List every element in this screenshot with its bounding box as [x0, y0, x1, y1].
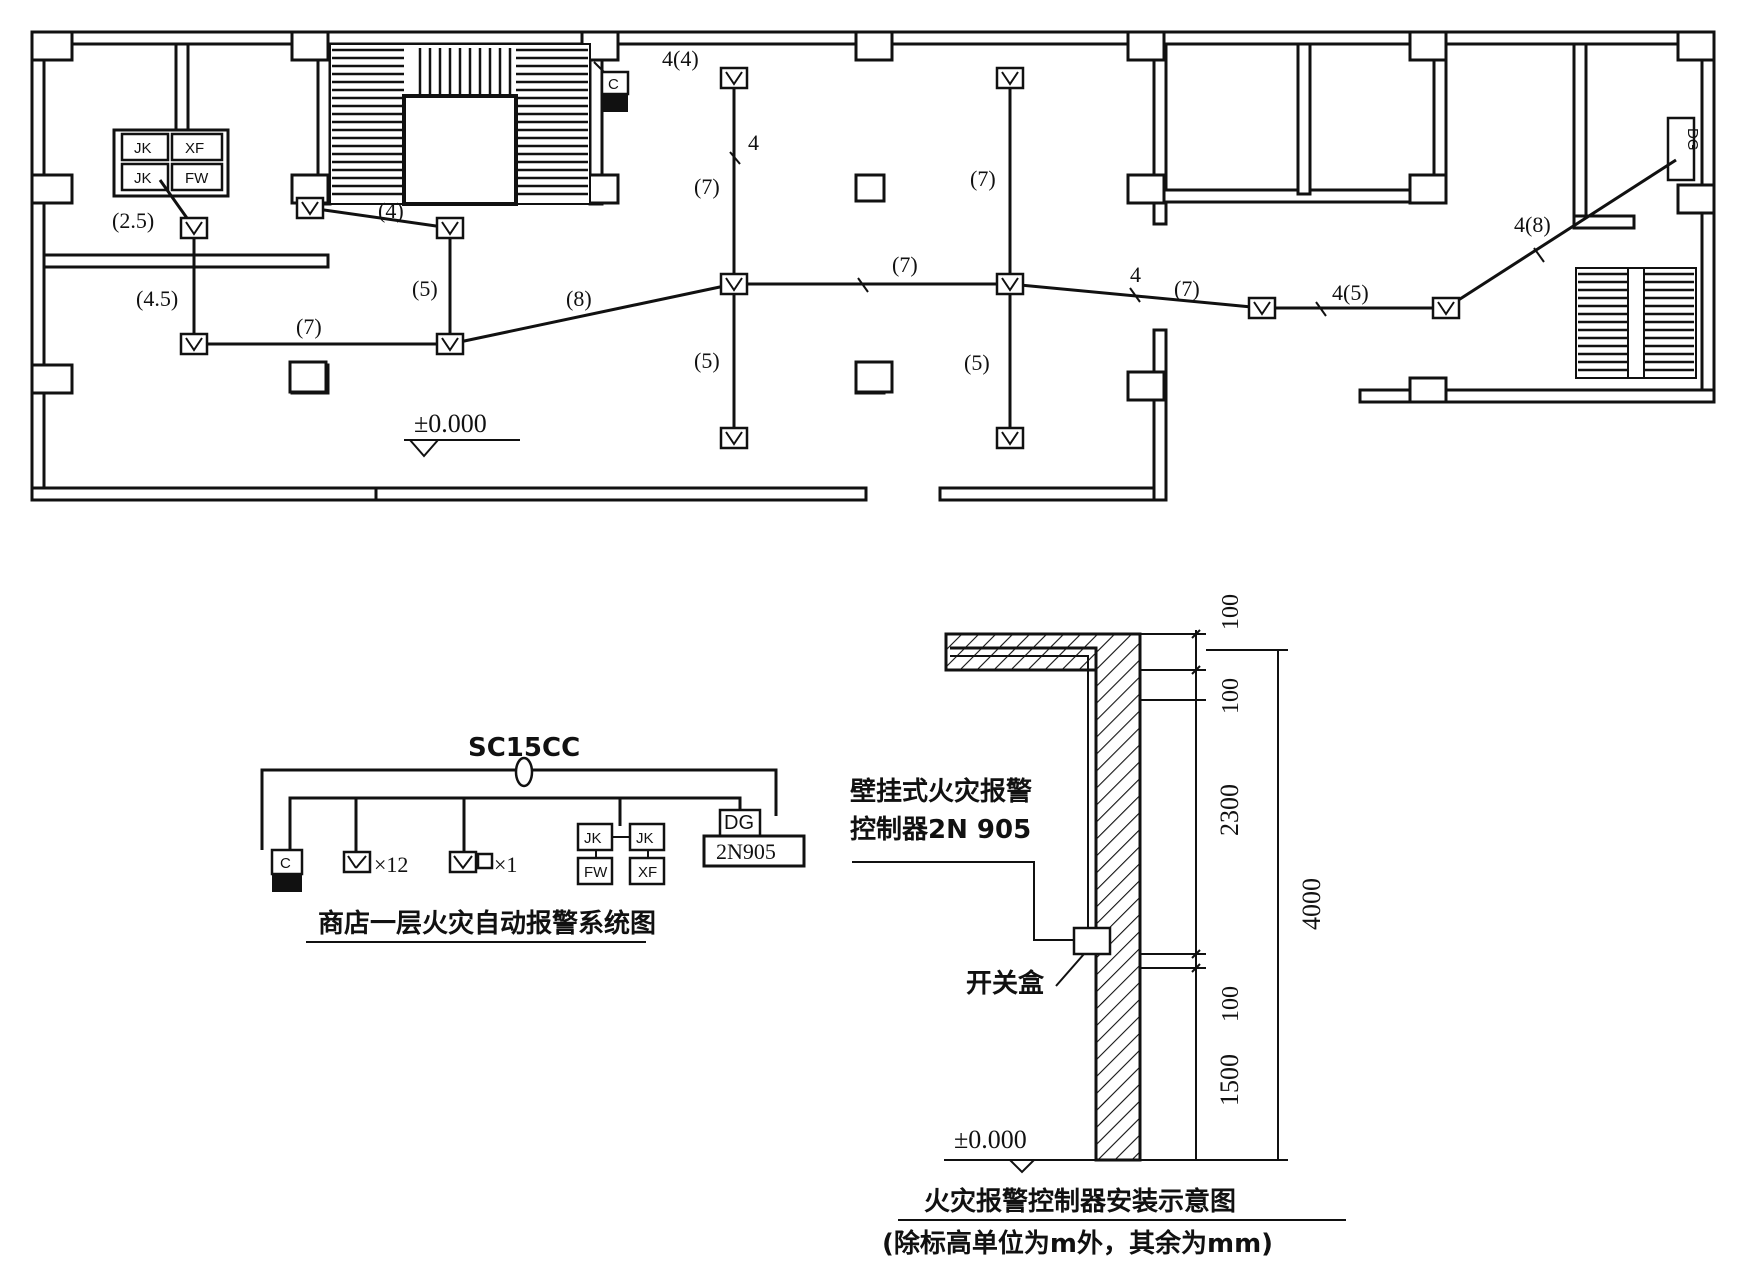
detector-symbol — [719, 66, 749, 90]
device-c-label: C — [608, 76, 619, 93]
detector-symbol — [1431, 296, 1461, 320]
system-c-label: C — [280, 855, 291, 872]
staircase-right — [1575, 267, 1697, 379]
cabinet-fw-label: FW — [185, 170, 209, 187]
wire-label-4-a: (4) — [378, 198, 404, 223]
wire-label-4-b: 4 — [748, 130, 759, 155]
wire-label-2-5: (2.5) — [112, 208, 154, 233]
wire-label-4-4: 4(4) — [662, 46, 699, 71]
system-fw: FW — [584, 864, 608, 881]
device-dg: DG — [1666, 116, 1701, 182]
outer-wall-right-lower — [1152, 328, 1168, 502]
detector-symbol — [435, 216, 465, 240]
system-panel: DG 2N905 — [702, 808, 806, 868]
wall-and-ceiling-section — [944, 632, 1142, 1162]
device-dg-label: DG — [1684, 128, 1701, 151]
cabinet-xf-label: XF — [185, 140, 204, 157]
switch-box-shape — [1072, 926, 1112, 956]
wire-label-7-c: (7) — [892, 252, 918, 277]
detector-symbol — [179, 216, 209, 240]
install-elevation-text: ±0.000 — [954, 1125, 1027, 1154]
wire-label-7-a: (7) — [296, 314, 322, 339]
outer-wall-bottom-mid — [374, 486, 868, 502]
outer-wall-left — [30, 30, 46, 502]
detector-symbol — [719, 426, 749, 450]
floor-plan: JK XF JK FW C DG — [30, 30, 1716, 502]
wall-bottom-right-strip — [1358, 388, 1716, 404]
wire-label-5-c: (5) — [964, 350, 990, 375]
device-c-top: C — [600, 70, 630, 112]
system-dg: DG — [724, 812, 754, 834]
controller-label-line2: 控制器2N 905 — [850, 815, 1031, 845]
wire-label-4-8: 4(8) — [1514, 212, 1551, 237]
wire-label-7-e: (7) — [1174, 276, 1200, 301]
dim-100-mid: 100 — [1218, 678, 1244, 714]
system-detector-1: ×1 — [448, 850, 517, 877]
system-device-c: C — [270, 848, 304, 892]
staircase-main — [329, 43, 591, 206]
wire-label-4-5: (4.5) — [136, 286, 178, 311]
floor-elevation-text: ±0.000 — [414, 409, 487, 438]
wire-labels: (2.5) (4.5) (7) (4) (5) (8) 4(4) 4 (7) (… — [112, 46, 1551, 375]
system-panel-label: 2N905 — [716, 839, 776, 864]
wire-label-4-5b: 4(5) — [1332, 280, 1369, 305]
detector-symbol — [435, 332, 465, 356]
wire-label-8-a: (8) — [566, 286, 592, 311]
install-diagram-note: (除标高单位为m外，其余为mm) — [882, 1228, 1273, 1259]
system-xf: XF — [638, 864, 657, 881]
system-diagram-title: 商店一层火灾自动报警系统图 — [318, 908, 656, 939]
detector-symbol — [995, 272, 1025, 296]
wire-label-5-b: (5) — [694, 348, 720, 373]
dim-2300: 2300 — [1215, 784, 1244, 836]
system-module-block: JK JK FW XF — [576, 822, 666, 886]
dim-1500: 1500 — [1215, 1054, 1244, 1106]
columns — [30, 30, 1716, 404]
interior-columns — [288, 173, 894, 394]
wall-right-room-h2 — [1572, 214, 1636, 230]
install-diagram: 100 100 2300 4000 100 1500 壁挂式火灾报警 控制器2N… — [850, 594, 1346, 1259]
wall-left-room-bottom — [42, 253, 330, 269]
wire-label-5-a: (5) — [412, 276, 438, 301]
dim-4000: 4000 — [1297, 878, 1326, 930]
detector-symbol — [1247, 296, 1277, 320]
detector-symbol — [295, 196, 325, 220]
wire-label-4-c: 4 — [1130, 262, 1141, 287]
cabinet-jk-label: JK — [134, 140, 152, 157]
detector-count-1: ×1 — [494, 852, 517, 877]
conduit-marker — [514, 756, 534, 788]
floor-elevation-mark: ±0.000 — [404, 409, 520, 458]
detector-symbol — [995, 426, 1025, 450]
install-diagram-title: 火灾报警控制器安装示意图 — [924, 1186, 1236, 1217]
detector-symbol — [995, 66, 1025, 90]
wall-right-room-v3 — [1572, 42, 1588, 230]
dim-100-low: 100 — [1218, 986, 1244, 1022]
outer-wall-far-right — [1700, 30, 1716, 404]
detector-count-12: ×12 — [374, 852, 408, 877]
wall-right-room-v1 — [1296, 42, 1312, 196]
detector-symbol — [719, 272, 749, 296]
control-cabinet: JK XF JK FW — [112, 128, 230, 198]
wire-label-7-d: (7) — [970, 166, 996, 191]
system-jk-2: JK — [636, 830, 654, 847]
system-detector-12: ×12 — [342, 850, 408, 877]
system-diagram: SC15CC C ×12 ×1 JK — [260, 733, 806, 943]
wire-label-7-b: (7) — [694, 174, 720, 199]
dim-100-top: 100 — [1218, 594, 1244, 630]
detector-symbol — [179, 332, 209, 356]
cabinet-jk-label-2: JK — [134, 170, 152, 187]
controller-label-line1: 壁挂式火灾报警 — [850, 776, 1032, 807]
system-jk-1: JK — [584, 830, 602, 847]
switch-box-label: 开关盒 — [966, 968, 1045, 999]
dimension-lines — [1140, 629, 1288, 1161]
smoke-detectors — [179, 66, 1461, 450]
outer-wall-bottom-right — [938, 486, 1168, 502]
